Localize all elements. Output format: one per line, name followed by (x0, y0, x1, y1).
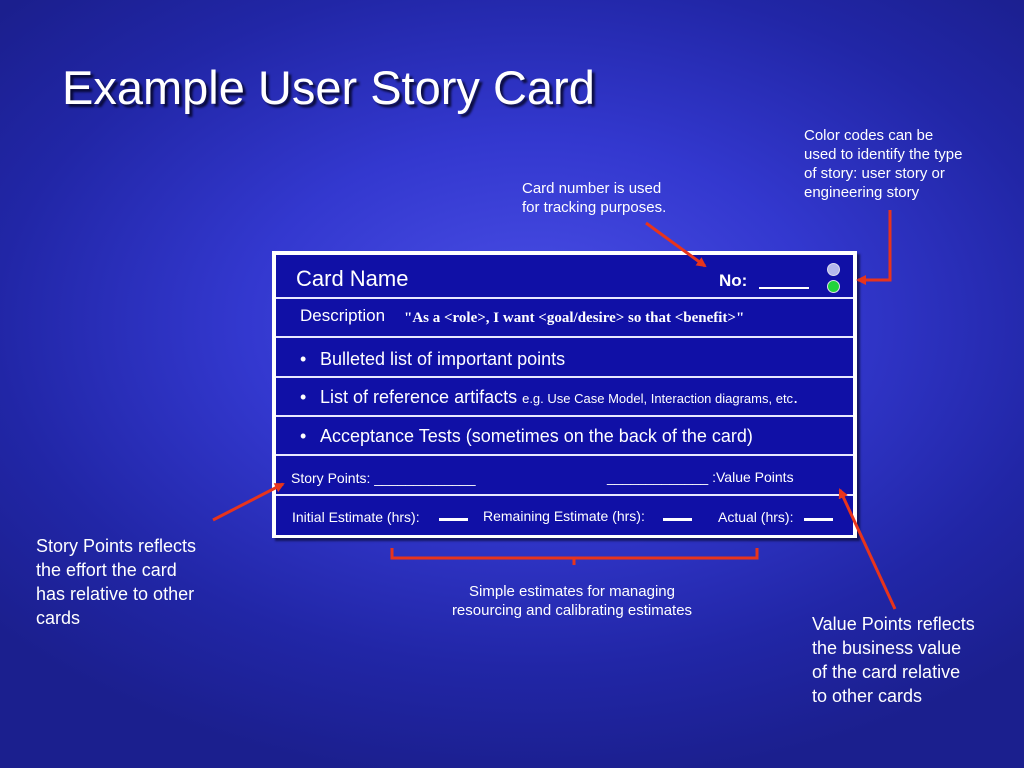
bullet-text: Acceptance Tests (sometimes on the back … (320, 426, 753, 446)
bullet-marker: • (300, 426, 307, 446)
note-color-codes: Color codes can be used to identify the … (804, 126, 962, 202)
arrow-story-points (212, 482, 285, 522)
note-line: cards (36, 608, 81, 628)
user-story-dot (827, 263, 840, 276)
card-divider (276, 297, 853, 299)
card-number-label: No: (719, 271, 748, 290)
initial-estimate-label: Initial Estimate (hrs): (292, 509, 420, 525)
remaining-estimate-label: Remaining Estimate (hrs): (483, 508, 645, 524)
remaining-estimate-blank (663, 518, 692, 521)
bullet-reference-artifacts: • List of reference artifacts e.g. Use Ca… (300, 385, 798, 411)
note-line: Value Points reflects (812, 614, 975, 634)
arrow-card-number (645, 221, 707, 268)
note-line: of story: user story or (804, 165, 945, 182)
card-divider (276, 376, 853, 378)
note-line: to other cards (812, 686, 923, 706)
bullet-marker: • (300, 387, 307, 407)
note-line: has relative to other (36, 584, 195, 604)
bullet-text: List of reference artifacts (320, 387, 523, 407)
actual-label: Actual (hrs): (718, 509, 794, 525)
story-points-field: Story Points: _____________ (291, 470, 476, 486)
bullet-marker: • (300, 349, 307, 369)
card-edge (853, 255, 855, 298)
arrow-value-points (838, 488, 897, 610)
note-line: for tracking purposes. (522, 199, 667, 216)
description-text: "As a <role>, I want <goal/desire> so th… (404, 310, 745, 326)
note-line: the business value (812, 638, 962, 658)
value-points-field: _____________ :Value Points (607, 469, 794, 485)
bullet-acceptance-tests: • Acceptance Tests (sometimes on the back… (300, 424, 753, 448)
bullet-text: Bulleted list of important points (320, 349, 566, 369)
note-line: Story Points reflects (36, 536, 197, 556)
note-line: used to identify the type (804, 146, 963, 163)
note-line: Card number is used (522, 180, 662, 197)
card-name: Card Name (296, 266, 409, 291)
bullet-period: . (793, 387, 799, 407)
note-line: the effort the card (36, 560, 177, 580)
note-story-points: Story Points reflects the effort the car… (36, 534, 196, 630)
note-line: engineering story (804, 184, 920, 201)
initial-estimate-blank (439, 518, 468, 521)
description-label: Description (300, 306, 386, 325)
note-value-points: Value Points reflects the business value… (812, 612, 975, 708)
story-card (276, 255, 853, 535)
arrow-color-codes (856, 210, 892, 285)
page-title: Example User Story Card (62, 61, 595, 114)
engineering-story-dot (827, 280, 840, 293)
card-divider (276, 454, 853, 456)
card-divider (276, 494, 853, 496)
bullet-important-points: • Bulleted list of important points (300, 347, 565, 371)
card-divider (276, 415, 853, 417)
actual-blank (804, 518, 833, 521)
bullet-example: e.g. Use Case Model, Interaction diagram… (522, 391, 794, 406)
note-line: Simple estimates for managing (469, 583, 675, 600)
estimates-bracket (390, 548, 759, 565)
note-line: resourcing and calibrating estimates (451, 602, 693, 619)
note-line: of the card relative (812, 662, 961, 682)
card-divider (276, 336, 853, 338)
note-card-number: Card number is used for tracking purpose… (522, 179, 666, 217)
note-estimates: Simple estimates for managing resourcing… (422, 582, 722, 620)
card-number-blank (759, 287, 809, 289)
note-line: Color codes can be (804, 127, 934, 144)
